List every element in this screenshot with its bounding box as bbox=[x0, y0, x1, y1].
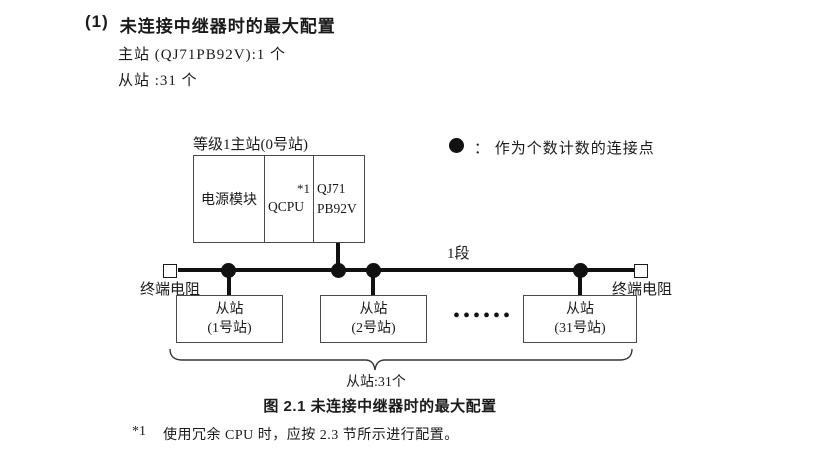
connection-point-dot bbox=[221, 263, 236, 278]
connection-point-dot bbox=[573, 263, 588, 278]
slave-count-line: 从站 :31 个 bbox=[118, 73, 198, 89]
connection-point-dot bbox=[331, 263, 346, 278]
legend-text: ： 作为个数计数的连接点 bbox=[474, 141, 655, 157]
slave-station-2-box: 从站 (2号站) bbox=[320, 295, 427, 343]
section-heading: (1) 未连接中继器时的最大配置 bbox=[85, 12, 336, 37]
module-name-line2: PB92V bbox=[317, 201, 357, 216]
power-module-label: 电源模块 bbox=[201, 193, 257, 208]
left-terminating-resistor bbox=[163, 264, 177, 278]
master-drop-line bbox=[336, 243, 340, 269]
right-terminator-label: 终端电阻 bbox=[612, 282, 673, 298]
legend-connection-point-icon bbox=[449, 138, 464, 153]
cpu-label: QCPU bbox=[268, 199, 305, 214]
master-station-box: 电源模块 *1 QCPU QJ71 PB92V bbox=[193, 155, 365, 243]
footnote-marker: *1 bbox=[132, 424, 146, 439]
slave1-line1: 从站 bbox=[215, 302, 244, 317]
power-module-cell: 电源模块 bbox=[194, 156, 265, 242]
footnote-text: 使用冗余 CPU 时，应按 2.3 节所示进行配置。 bbox=[163, 428, 459, 443]
connection-point-dot bbox=[366, 263, 381, 278]
slave2-drop-line bbox=[371, 271, 375, 295]
ellipsis-dots: •••••• bbox=[452, 305, 513, 327]
brace-shape bbox=[169, 348, 633, 371]
slave-station-1-box: 从站 (1号站) bbox=[176, 295, 283, 343]
segment-label: 1段 bbox=[447, 246, 470, 262]
slave-station-31-box: 从站 (31号站) bbox=[523, 295, 637, 343]
slave2-line2: (2号站) bbox=[351, 321, 396, 336]
right-terminating-resistor bbox=[634, 264, 648, 278]
slave31-drop-line bbox=[578, 271, 582, 295]
left-terminator-label: 终端电阻 bbox=[140, 282, 201, 298]
pb92v-module-cell: QJ71 PB92V bbox=[314, 156, 364, 242]
slave2-line1: 从站 bbox=[359, 302, 388, 317]
slave1-line2: (1号站) bbox=[207, 321, 252, 336]
cpu-footnote-ref: *1 bbox=[297, 181, 310, 196]
section-title: 未连接中继器时的最大配置 bbox=[119, 17, 336, 36]
master-station-label: 等级1主站(0号站) bbox=[193, 137, 308, 153]
slave31-line1: 从站 bbox=[566, 302, 594, 317]
section-number: (1) bbox=[85, 12, 109, 31]
slave1-drop-line bbox=[227, 271, 231, 295]
brace-label: 从站:31个 bbox=[346, 375, 406, 390]
module-name-line1: QJ71 bbox=[317, 181, 346, 196]
bus-line bbox=[178, 268, 636, 272]
cpu-cell: *1 QCPU bbox=[265, 156, 314, 242]
master-count-line: 主站 (QJ71PB92V):1 个 bbox=[118, 47, 287, 63]
slave31-line2: (31号站) bbox=[554, 321, 606, 336]
figure-caption: 图 2.1 未连接中继器时的最大配置 bbox=[263, 398, 497, 415]
